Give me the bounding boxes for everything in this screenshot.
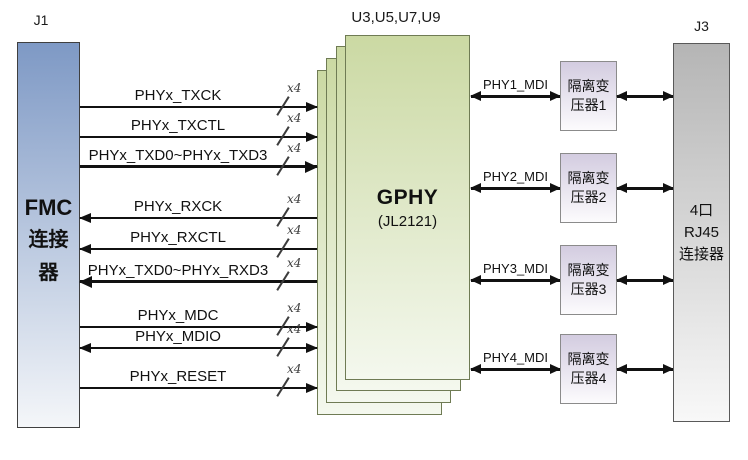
j1-label: J1: [33, 12, 49, 28]
arrow-left-icon: [79, 244, 91, 254]
arrow-left-icon: [79, 343, 91, 353]
arrow-right-icon: [550, 275, 561, 285]
mdi-label: PHY2_MDI: [482, 169, 549, 184]
signal-line: [80, 326, 317, 328]
mdi-arrow-right-segment: [616, 183, 674, 193]
fmc-name: FMC: [24, 195, 73, 220]
signal-line: [80, 347, 317, 349]
arrow-right-icon: [305, 161, 318, 173]
signal-label: PHYx_TXD0~PHYx_RXD3: [87, 262, 269, 279]
gphy-part-number: (JL2121): [377, 212, 438, 230]
mdi-arrow-right-segment: [616, 275, 674, 285]
mdi-label: PHY1_MDI: [482, 77, 549, 92]
rj45-line-3: 连接器: [678, 245, 724, 263]
arrow-right-icon: [663, 91, 674, 101]
rj45-connector-box: 4口 RJ45 连接器: [673, 43, 730, 422]
signal-row-rxctl: PHYx_RXCTL x4: [79, 223, 317, 258]
gphy-name: GPHY: [376, 185, 439, 209]
gphy-chip-box: GPHY (JL2121): [345, 35, 470, 380]
signal-label: PHYx_RXCK: [133, 198, 223, 215]
signal-row-txctl: PHYx_TXCTL x4: [80, 111, 318, 146]
j3-label: J3: [694, 18, 709, 34]
isolation-transformer-4-box: 隔离变压器4: [560, 334, 617, 404]
arrow-left-icon: [616, 183, 627, 193]
rj45-line-2: RJ45: [683, 223, 720, 241]
isolation-transformer-3-box: 隔离变压器3: [560, 245, 617, 315]
arrow-right-icon: [663, 183, 674, 193]
arrow-left-icon: [79, 276, 92, 288]
signal-row-mdc: PHYx_MDC x4: [80, 301, 318, 336]
signal-label: PHYx_TXCK: [134, 87, 222, 104]
fmc-connector-box: FMC 连接器: [17, 42, 80, 428]
signal-label: PHYx_MDIO: [135, 328, 221, 345]
arrow-right-icon: [663, 275, 674, 285]
arrow-right-icon: [306, 343, 318, 353]
mdi-arrow-right-segment: [616, 364, 674, 374]
mdi-arrow-right-segment: [616, 91, 674, 101]
bus-width-label: x4: [287, 223, 302, 237]
signal-label: PHYx_TXD0~PHYx_TXD3: [88, 147, 268, 164]
mdi-arrow-left-segment: [470, 275, 561, 285]
rj45-line-1: 4口: [689, 201, 714, 219]
arrow-left-icon: [616, 91, 627, 101]
signal-line: [80, 248, 317, 250]
transformer-label: 隔离变压器2: [567, 170, 610, 205]
isolation-transformer-2-box: 隔离变压器2: [560, 153, 617, 223]
signal-line: [80, 165, 317, 168]
arrow-left-icon: [470, 275, 481, 285]
signal-line: [80, 280, 317, 283]
signal-label: PHYx_MDC: [137, 307, 219, 324]
arrow-right-icon: [550, 91, 561, 101]
bus-width-label: x4: [287, 322, 302, 336]
arrow-right-icon: [306, 322, 318, 332]
gphy-refs-label: U3,U5,U7,U9: [351, 9, 441, 26]
bus-width-label: x4: [287, 141, 302, 155]
transformer-label: 隔离变压器4: [567, 351, 610, 386]
signal-line: [80, 136, 317, 138]
signal-row-mdio: PHYx_MDIO x4: [79, 322, 318, 357]
arrow-right-icon: [306, 132, 318, 142]
mdi-arrow-left-segment: [470, 183, 561, 193]
arrow-right-icon: [550, 183, 561, 193]
signal-label: PHYx_TXCTL: [130, 117, 226, 134]
signal-row-rxd-bus: PHYx_TXD0~PHYx_RXD3 x4: [79, 256, 317, 291]
arrow-left-icon: [79, 213, 91, 223]
signal-row-txck: PHYx_TXCK x4: [80, 81, 318, 116]
bus-width-label: x4: [287, 111, 302, 125]
bus-width-label: x4: [287, 256, 302, 270]
signal-line: [80, 217, 317, 219]
mdi-arrow-left-segment: [470, 364, 561, 374]
bus-width-label: x4: [287, 192, 302, 206]
arrow-left-icon: [616, 275, 627, 285]
arrow-right-icon: [306, 383, 318, 393]
arrow-left-icon: [470, 364, 481, 374]
mdi-label: PHY4_MDI: [482, 350, 549, 365]
signal-line: [80, 387, 317, 389]
bus-width-label: x4: [287, 362, 302, 376]
bus-width-label: x4: [287, 301, 302, 315]
bus-width-label: x4: [287, 81, 302, 95]
signal-label: PHYx_RXCTL: [130, 229, 226, 246]
mdi-arrow-left-segment: [470, 91, 561, 101]
arrow-right-icon: [306, 102, 318, 112]
signal-label: PHYx_RESET: [129, 368, 227, 385]
arrow-right-icon: [550, 364, 561, 374]
transformer-label: 隔离变压器3: [567, 262, 610, 297]
fmc-type: 连接器: [28, 229, 69, 284]
signal-row-rxck: PHYx_RXCK x4: [79, 192, 317, 227]
signal-line: [80, 106, 317, 108]
signal-row-reset: PHYx_RESET x4: [80, 362, 318, 397]
signal-row-txd-bus: PHYx_TXD0~PHYx_TXD3 x4: [80, 141, 318, 176]
isolation-transformer-1-box: 隔离变压器1: [560, 61, 617, 131]
mdi-label: PHY3_MDI: [482, 261, 549, 276]
transformer-label: 隔离变压器1: [567, 78, 610, 113]
arrow-right-icon: [663, 364, 674, 374]
arrow-left-icon: [616, 364, 627, 374]
arrow-left-icon: [470, 183, 481, 193]
arrow-left-icon: [470, 91, 481, 101]
